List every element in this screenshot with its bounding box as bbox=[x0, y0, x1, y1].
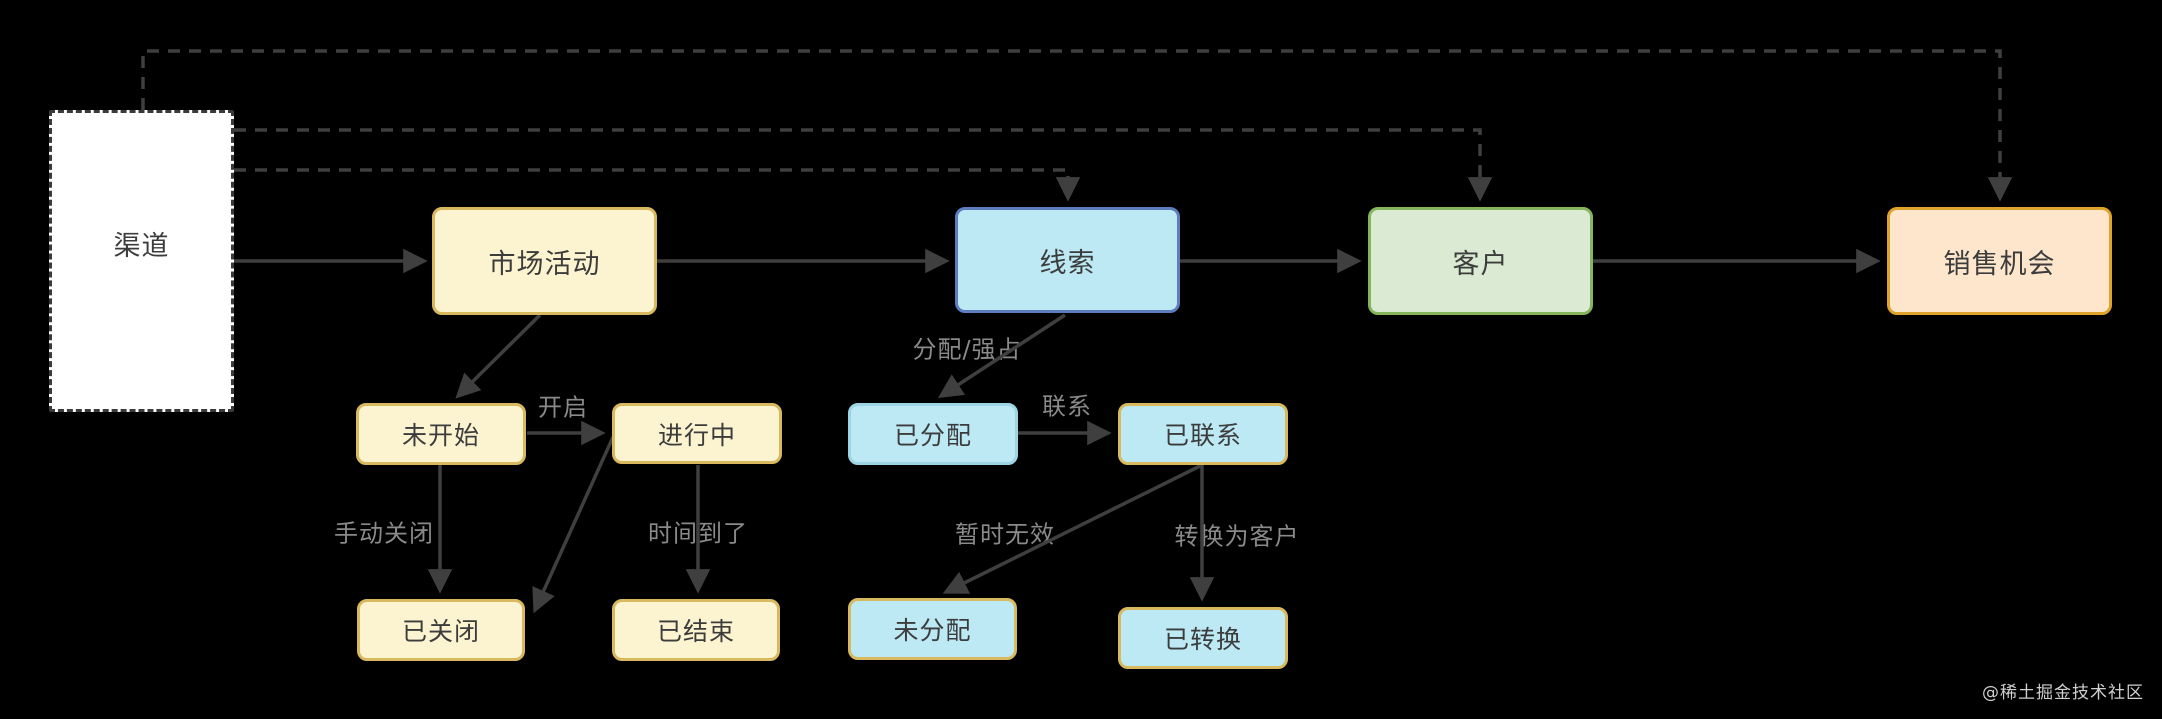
edge-label-convert: 转换为客户 bbox=[1174, 522, 1300, 551]
edge-contacted-to-unassigned bbox=[942, 463, 1203, 594]
node-ended: 已结束 bbox=[612, 599, 780, 661]
node-customer: 客户 bbox=[1368, 207, 1593, 315]
edge-market-to-not-started bbox=[455, 313, 542, 399]
node-lead: 线索 bbox=[955, 207, 1180, 313]
node-converted: 已转换 bbox=[1118, 607, 1288, 669]
edge-label-contact: 联系 bbox=[1042, 392, 1092, 421]
node-market-activity: 市场活动 bbox=[432, 207, 657, 315]
node-not-started: 未开始 bbox=[356, 403, 526, 465]
node-channel: 渠道 bbox=[49, 110, 234, 412]
edge-label-open: 开启 bbox=[538, 393, 588, 422]
node-contacted: 已联系 bbox=[1118, 403, 1288, 465]
edge-label-manual-close: 手动关闭 bbox=[334, 519, 434, 548]
edge-channel-to-lead-dashed bbox=[234, 168, 1081, 202]
node-in-progress: 进行中 bbox=[612, 403, 782, 464]
node-unassigned: 未分配 bbox=[848, 598, 1017, 660]
node-assigned: 已分配 bbox=[848, 403, 1018, 465]
node-opportunity: 销售机会 bbox=[1887, 207, 2112, 315]
edge-label-temp-invalid: 暂时无效 bbox=[955, 520, 1055, 549]
edge-channel-to-customer-dashed bbox=[234, 128, 1493, 202]
watermark: @稀土掘金技术社区 bbox=[1982, 683, 2144, 703]
edge-label-assign: 分配/强占 bbox=[912, 335, 1022, 364]
node-closed: 已关闭 bbox=[357, 599, 525, 661]
edge-in-progress-to-closed bbox=[532, 436, 615, 614]
edge-lead-to-assigned bbox=[937, 313, 1066, 399]
edge-channel-to-opportunity-dashed bbox=[141, 49, 2013, 202]
